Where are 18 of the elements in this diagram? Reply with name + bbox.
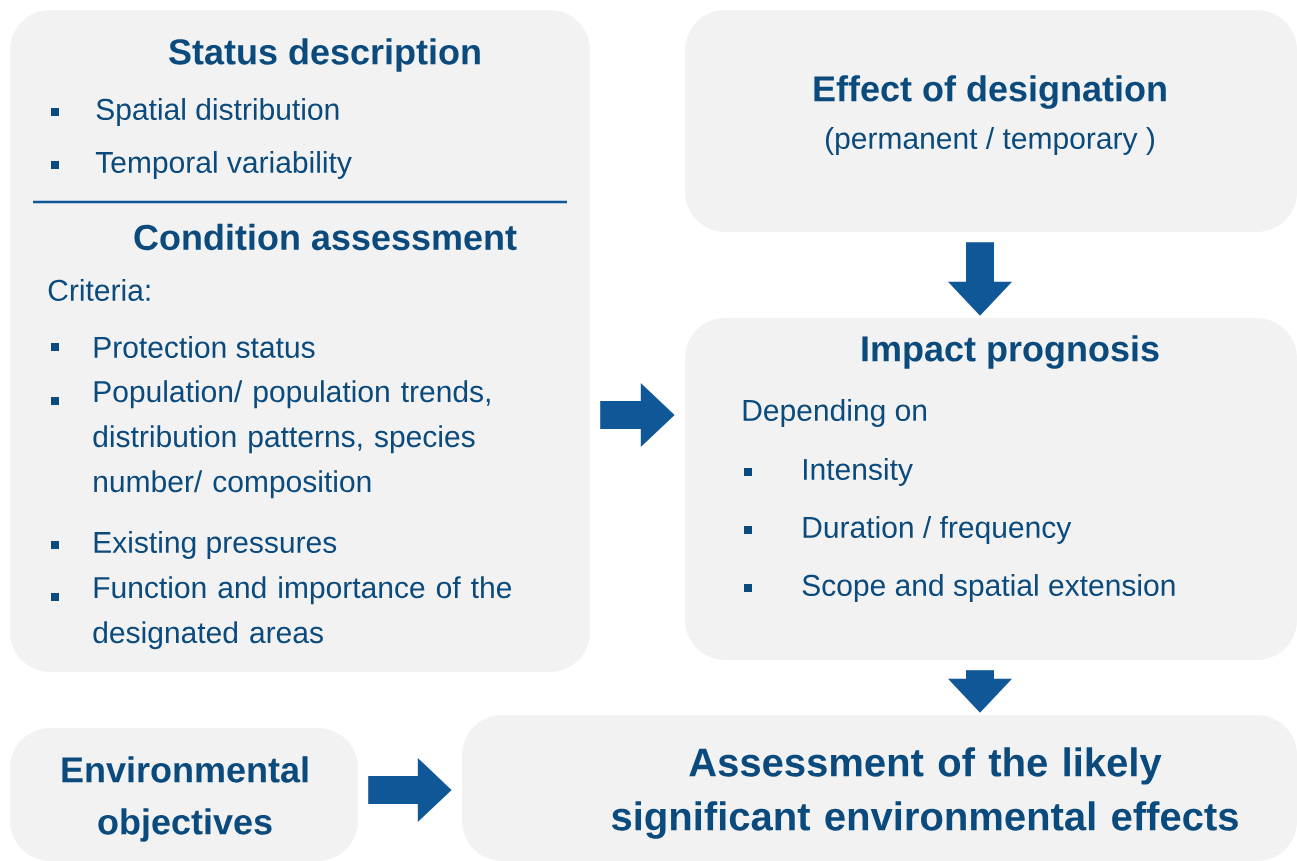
bullet-item: Spatial distribution (51, 98, 339, 126)
text: Criteria: (48, 278, 150, 301)
bullet-item: Population/ population trends, distribution patterns, species number/ composition (51, 380, 490, 499)
bullet-item: Duration / frequency (744, 516, 1072, 544)
heading: Assessment of the likely significant environmental effects (611, 747, 1238, 839)
bullet-item: Scope and spatial extension (744, 574, 1175, 602)
heading: Impact prognosis (862, 335, 1159, 369)
heading: Status description (169, 38, 480, 72)
subheading: (permanent / temporary ) (826, 127, 1154, 155)
bullet-item: Function and importance of the designated areas (51, 576, 512, 650)
bullet-item: Protection status (51, 335, 315, 358)
bullet-item: Intensity (744, 458, 913, 486)
heading: Condition assessment (134, 223, 517, 251)
heading: Environmental objectives (62, 756, 308, 842)
heading: Effect of designation (814, 75, 1166, 109)
bullet-item: Existing pressures (51, 531, 337, 559)
bullet-item: Temporal variability (51, 151, 352, 179)
text: Depending on (743, 399, 926, 427)
